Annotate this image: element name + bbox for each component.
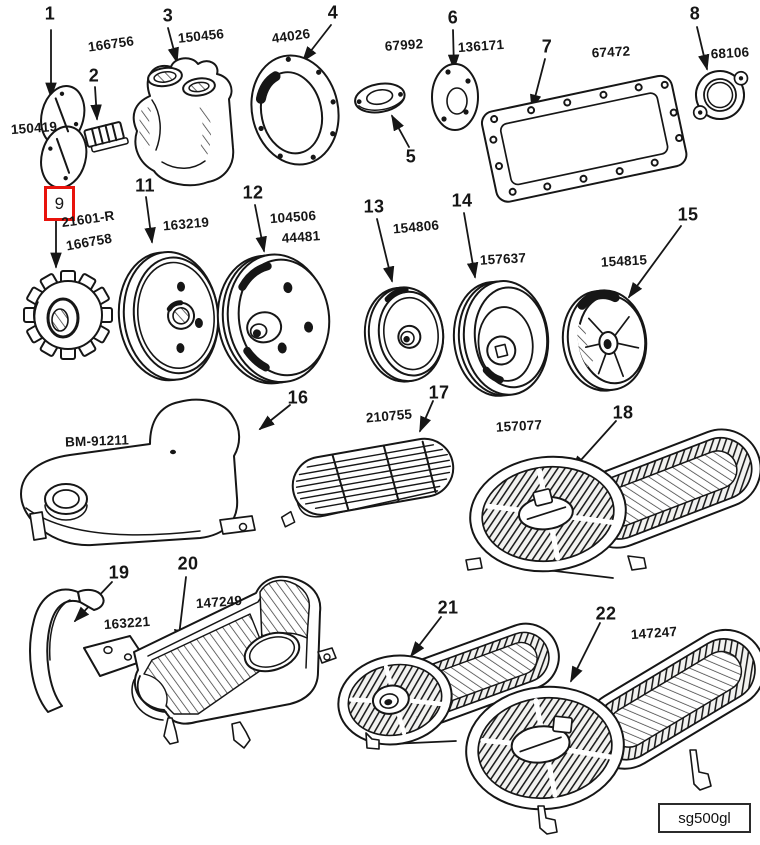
callout-5[interactable]: 5 <box>405 146 417 167</box>
callout-18[interactable]: 18 <box>612 402 634 423</box>
part-number-18: 157077 <box>495 417 543 435</box>
part-4-housing-ring <box>250 54 340 166</box>
callout-22[interactable]: 22 <box>595 603 617 624</box>
callout-20[interactable]: 20 <box>177 553 199 574</box>
part-number-22: 147247 <box>630 623 678 643</box>
part-number-5: 67992 <box>384 36 424 54</box>
callout-17[interactable]: 17 <box>428 382 450 403</box>
part-number-20: 147249 <box>195 592 243 612</box>
callout-21[interactable]: 21 <box>437 597 459 618</box>
part-13-pulley <box>363 286 445 383</box>
part-number-6: 136171 <box>457 36 505 56</box>
drawing-code: sg500gl <box>678 809 731 827</box>
part-9-impeller <box>23 270 113 360</box>
part-number-16: BM-91211 <box>64 432 130 450</box>
part-19-bracket <box>29 588 147 713</box>
part-number-14: 157637 <box>479 250 527 268</box>
part-1-gasket <box>40 85 88 189</box>
part-number-8: 68106 <box>710 44 750 62</box>
part-5-flange-gasket <box>354 82 406 114</box>
part-number-12a: 104506 <box>269 207 317 227</box>
part-number-12b: 44481 <box>281 228 321 246</box>
callout-6[interactable]: 6 <box>447 7 459 28</box>
part-15-pulley-fan <box>561 289 648 392</box>
highlighted-callout-box[interactable]: 9 <box>44 186 75 221</box>
callout-14[interactable]: 14 <box>451 190 473 211</box>
part-11-pulley <box>117 251 220 382</box>
part-7-plate-gasket <box>480 74 688 203</box>
callout-7[interactable]: 7 <box>541 36 553 57</box>
callout-12[interactable]: 12 <box>242 182 264 203</box>
part-20-inner-housing <box>131 575 337 749</box>
callout-13[interactable]: 13 <box>363 196 385 217</box>
callout-16[interactable]: 16 <box>287 387 309 408</box>
callout-4[interactable]: 4 <box>327 2 339 23</box>
part-number-19: 163221 <box>103 613 151 633</box>
part-14-pulley <box>452 280 550 397</box>
callout-1[interactable]: 1 <box>44 3 56 24</box>
part-21-cover <box>337 622 560 750</box>
callout-9[interactable]: 9 <box>54 193 65 213</box>
part-12-pulley <box>216 253 331 385</box>
part-17-vented-cover <box>280 437 455 528</box>
part-16-belt-guard-cover <box>20 398 256 547</box>
callout-8[interactable]: 8 <box>689 3 701 24</box>
callout-3[interactable]: 3 <box>162 5 174 26</box>
callout-11[interactable]: 11 <box>135 175 155 196</box>
part-number-7: 67472 <box>591 43 631 61</box>
part-6-round-gasket <box>431 63 479 131</box>
callout-15[interactable]: 15 <box>677 204 699 225</box>
callout-2[interactable]: 2 <box>88 65 100 86</box>
drawing-code-box: sg500gl <box>658 803 751 833</box>
part-22-belt-guard <box>465 628 760 835</box>
callout-19[interactable]: 19 <box>108 562 130 583</box>
part-2-grate <box>83 121 129 153</box>
part-18-belt-guard <box>465 428 760 579</box>
part-number-15: 154815 <box>600 252 648 270</box>
part-number-1: 150419 <box>10 118 58 138</box>
part-8-flange <box>692 69 749 120</box>
part-3-water-pump <box>132 57 235 187</box>
